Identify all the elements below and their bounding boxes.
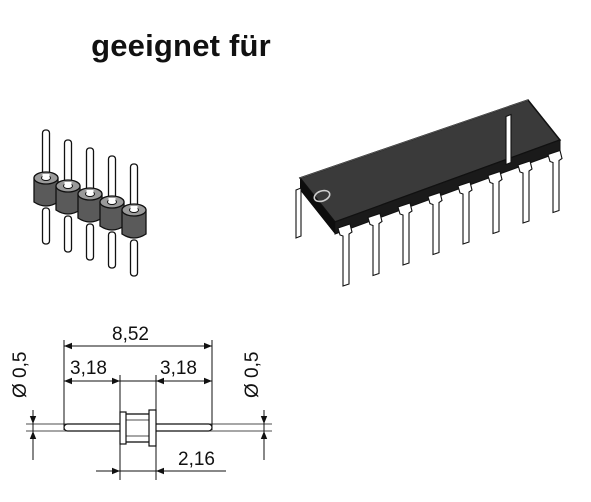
header-pin — [77, 147, 103, 261]
dim-overall-length: 8,52 — [112, 324, 149, 345]
header-pin — [121, 163, 147, 277]
ic-back-pin — [295, 187, 302, 239]
ic-front-pin — [487, 170, 503, 235]
dim-left-pin-length: 3,18 — [70, 358, 107, 379]
ic-front-pin — [367, 212, 383, 277]
dim-right-diameter: Ø 0,5 — [242, 352, 263, 398]
pin-header-icon — [33, 129, 147, 277]
title: geeignet für — [91, 28, 271, 63]
header-pin — [55, 139, 81, 253]
ic-front-pin — [397, 202, 413, 266]
dip-ic-icon — [295, 99, 563, 287]
header-pin — [99, 155, 125, 269]
ic-front-pin — [547, 149, 563, 214]
dim-body-length: 2,16 — [178, 449, 215, 470]
ic-front-pin — [427, 191, 443, 256]
dim-right-pin-length: 3,18 — [160, 358, 197, 379]
ic-front-pin — [517, 160, 533, 224]
header-pin — [33, 129, 59, 245]
pin-technical-drawing: 8,52 3,18 3,18 2,16 Ø 0,5 Ø 0,5 — [10, 324, 272, 480]
dim-left-diameter: Ø 0,5 — [10, 352, 31, 398]
ic-front-pin — [457, 181, 473, 245]
ic-back-pin — [505, 113, 512, 166]
ic-front-pin — [337, 223, 353, 287]
